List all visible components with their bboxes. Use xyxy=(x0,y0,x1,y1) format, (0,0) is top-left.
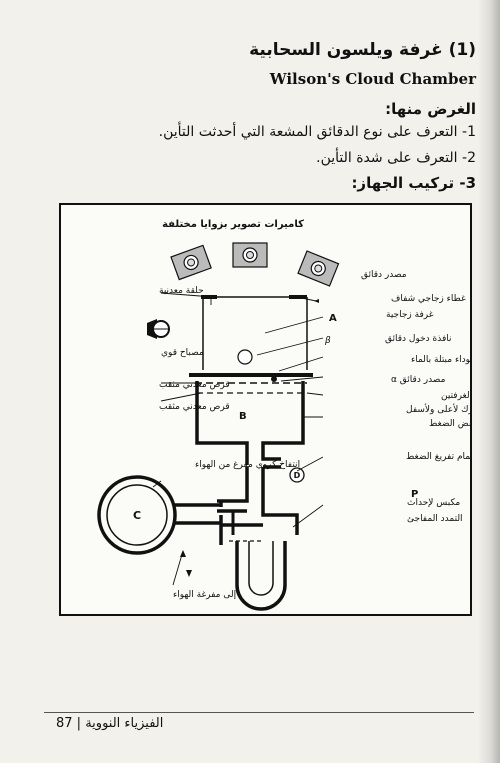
lower-chamber-label: الحيز السفلي المنخفض الضغط xyxy=(429,419,470,429)
label-P: P xyxy=(411,489,418,500)
perforated-disk-label-2: قرص معدني مثقب xyxy=(159,402,230,412)
camera-icon xyxy=(170,244,212,281)
cloud-chamber-diagram: كاميرات تصوير بزوايا مختلفة xyxy=(97,219,500,611)
camera-icon xyxy=(232,242,268,268)
lamp-icon xyxy=(147,319,170,339)
alpha-source-dot xyxy=(271,376,277,382)
purpose-heading: الغرض منها: xyxy=(385,100,476,118)
label-D: D xyxy=(294,471,301,480)
apparatus-figure: كاميرات تصوير بزوايا مختلفة xyxy=(59,203,500,616)
valve-D xyxy=(289,467,305,483)
page-footer: الفيزياء النووية | 87 xyxy=(56,716,163,731)
camera-icon xyxy=(297,250,340,287)
moves-up-down-label: متحرك لأعلى ولأسفل xyxy=(406,403,470,415)
perforated-disk-label-1: قرص معدني مثقب xyxy=(159,380,230,390)
arrow-icons xyxy=(180,299,319,577)
alpha-source-label: مصدر دقائق α xyxy=(391,375,446,385)
piston-label-2: التمدد المفاجئ xyxy=(407,514,463,524)
label-C: C xyxy=(133,509,141,522)
glass-room-label: غرفة زجاجية xyxy=(386,310,434,320)
glass-cover-label: غطاء زجاجي شفاف xyxy=(391,294,466,304)
cameras-label: كاميرات تصوير بزوايا مختلفة xyxy=(162,219,304,230)
label-A: A xyxy=(329,313,337,324)
black-layer-label: طبقة سوداء مبتلة بالماء xyxy=(411,355,470,365)
page-spine-shadow xyxy=(478,0,500,763)
particle-window xyxy=(237,349,253,365)
purpose-item-1: 1- التعرف على نوع الدقائق المشعة التي أح… xyxy=(158,124,476,140)
source-particles-label: مصدر دقائق xyxy=(361,270,407,280)
valve-label: صمام تفريغ الضغط xyxy=(406,452,470,462)
beta-window-label: نافذة دخول دقائق xyxy=(385,334,452,344)
metal-ring-label: حلقة معدنية xyxy=(159,286,204,296)
section-title-english: Wilson's Cloud Chamber xyxy=(269,70,476,88)
footer-rule xyxy=(44,712,474,713)
beta-symbol: β xyxy=(324,336,331,346)
label-B: B xyxy=(239,411,247,422)
bulb-label: انتفاخ كروي مفرغ من الهواء xyxy=(195,460,300,470)
book-title: الفيزياء النووية xyxy=(85,716,164,731)
purpose-item-2: 2- التعرف على شدة التأين. xyxy=(316,150,476,166)
to-vacuum-label: إلى مفرغة الهواء xyxy=(173,590,236,600)
rubber-membrane-label: غشاء مطاط فاصل بين الغرفتين xyxy=(441,391,470,401)
section-title-arabic: (1) غرفة ويلسون السحابية xyxy=(249,40,476,60)
vacuum-bulb: C xyxy=(97,475,221,555)
chamber-body xyxy=(189,295,313,611)
footer-separator: | xyxy=(72,716,82,731)
leader-lines xyxy=(152,292,324,586)
page-number: 87 xyxy=(56,716,73,731)
piston-label-1: مكبس لإحداث xyxy=(407,498,460,508)
setup-heading: 3- تركيب الجهاز: xyxy=(351,174,476,192)
lamp-label: مصباح قوي xyxy=(161,348,204,358)
